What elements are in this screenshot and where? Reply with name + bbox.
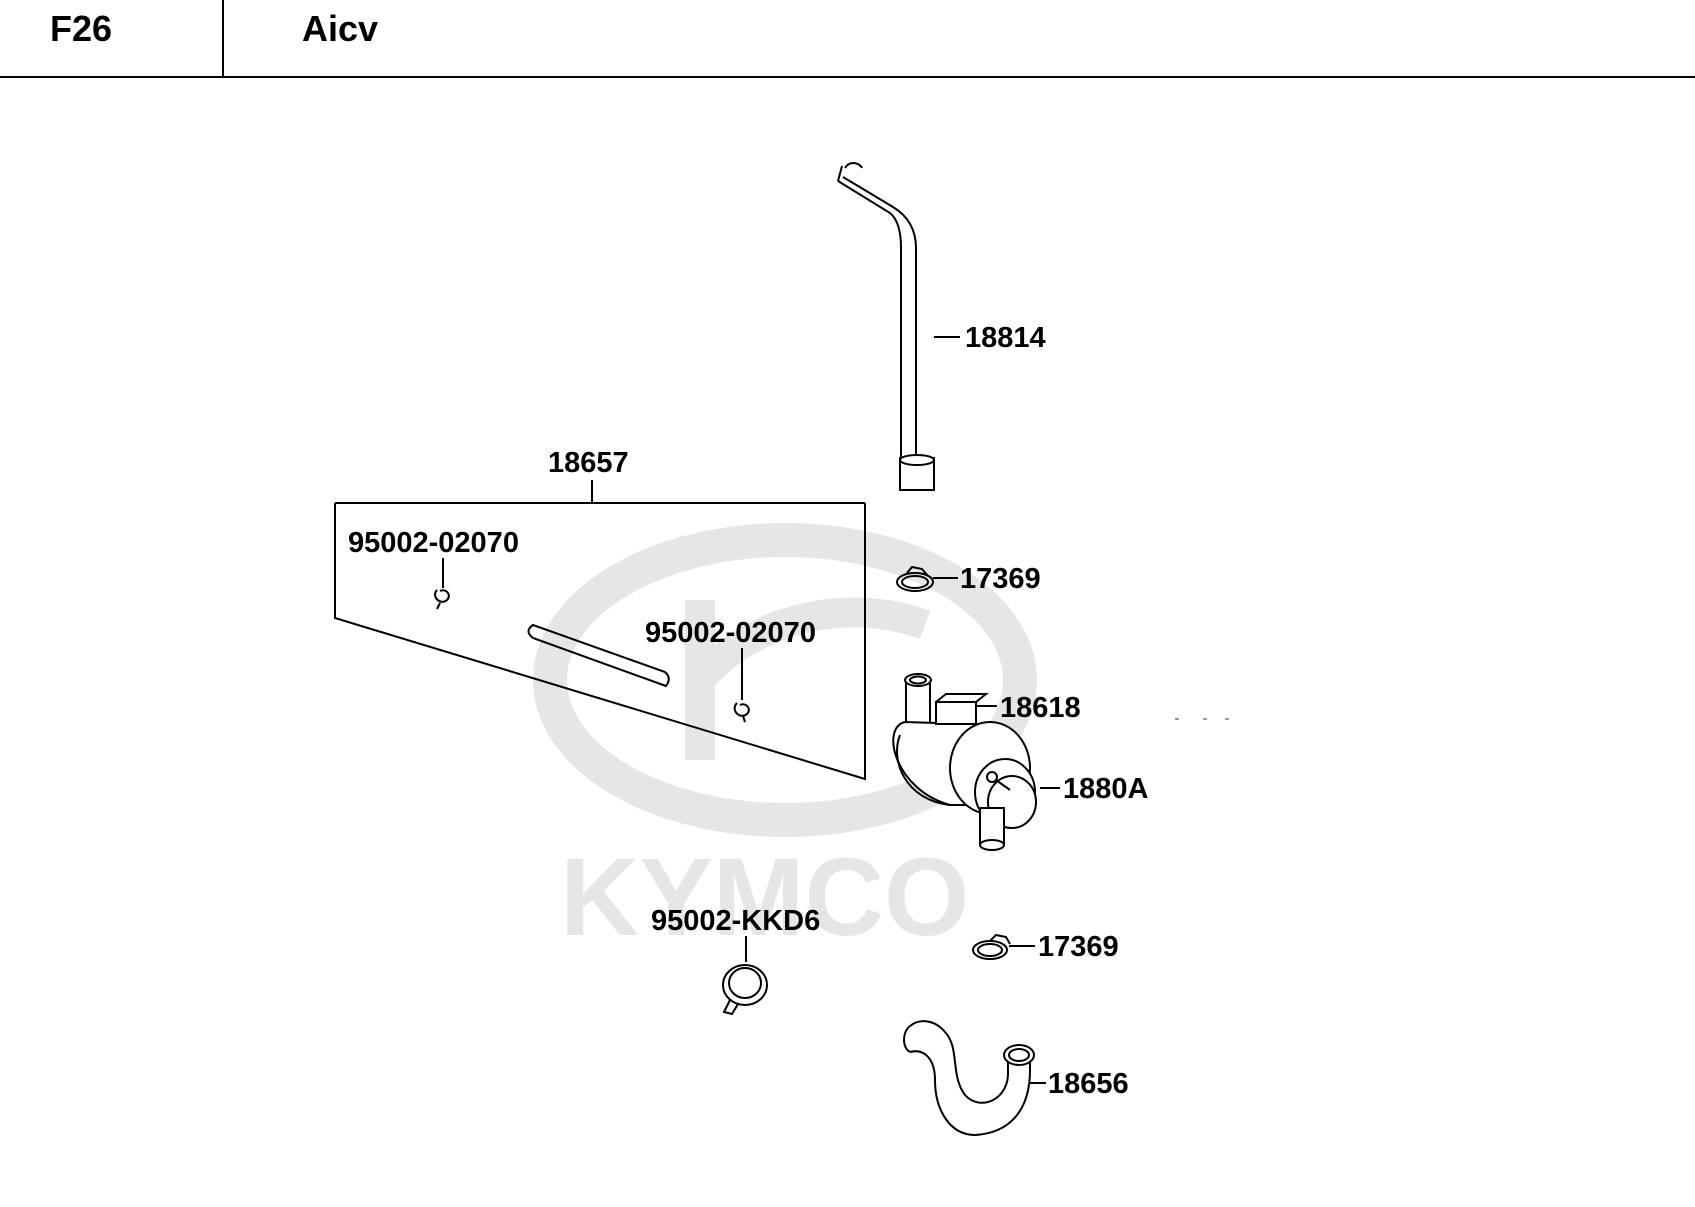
part-18656-u-hose [903,1020,1046,1137]
label-18656: 18656 [1048,1068,1129,1100]
aicv-valve [892,673,1060,851]
section-title: Aicv [302,8,379,49]
hose-clamp-95002-KKD6 [722,936,768,1016]
label-18618: 18618 [1000,692,1081,724]
watermark-text: KYMCO [560,836,969,959]
kit-18657-bracket [334,480,866,781]
label-95002-02070-a: 95002-02070 [348,527,519,559]
clamp-17369-top [896,565,958,592]
label-95002-KKD6: 95002-KKD6 [651,905,820,937]
label-1880A: 1880A [1063,773,1149,805]
label-17369-bottom: 17369 [1038,931,1119,963]
header-divider [222,0,224,78]
rod-part [527,623,670,688]
label-17369-top: 17369 [960,563,1041,595]
clip-95002-02070-b [733,648,750,723]
clip-95002-02070-a [434,558,450,610]
page-header: F26 Aicv [0,0,1695,78]
label-18814: 18814 [965,322,1046,354]
kymco-watermark: KYMCO [533,523,1037,959]
label-95002-02070-b: 95002-02070 [645,617,816,649]
label-18657: 18657 [548,447,629,479]
section-code: F26 [50,8,113,49]
part-18814-hose [837,162,960,491]
clamp-17369-bottom [972,933,1035,960]
